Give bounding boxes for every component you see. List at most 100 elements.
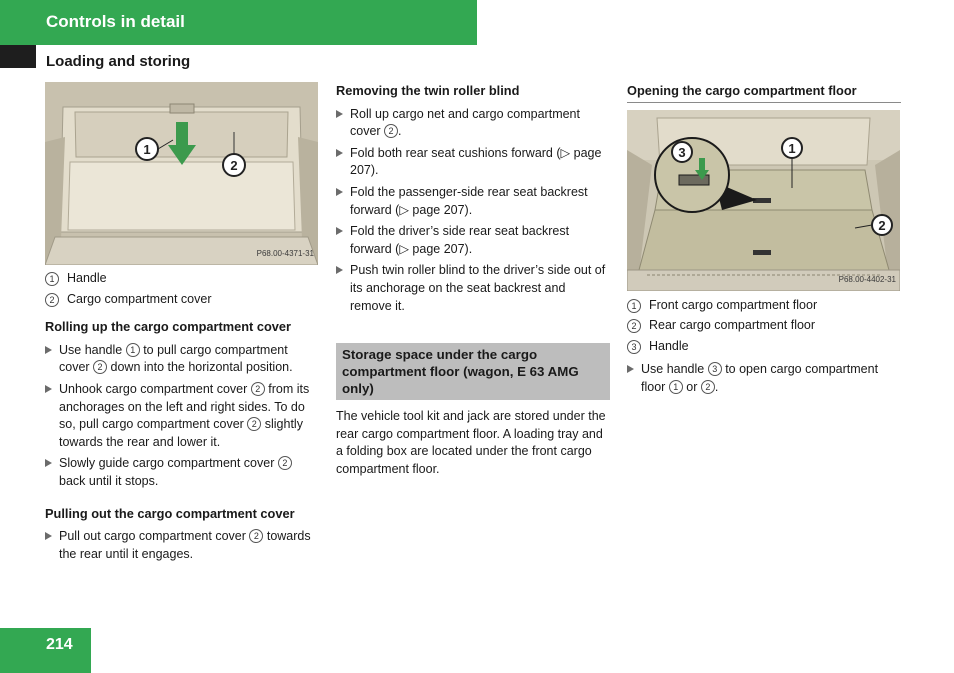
- column-right: Opening the cargo compartment floor 3 1 …: [627, 82, 901, 401]
- callout-number: 2: [250, 381, 265, 396]
- callout-number: 2: [247, 417, 262, 432]
- step-item: Roll up cargo net and cargo compartment …: [336, 106, 610, 141]
- steps-opening-floor: Use handle 3 to open cargo compartment f…: [627, 361, 901, 396]
- legend-item: 1 Handle: [45, 270, 320, 288]
- step-item: Unhook cargo compartment cover 2 from it…: [45, 381, 320, 451]
- step-text: Slowly guide cargo compartment cover: [59, 456, 278, 471]
- svg-text:3: 3: [678, 145, 685, 160]
- step-text: towards the rear until it engages.: [59, 529, 311, 561]
- step-item: Fold both rear seat cushions forward (▷ …: [336, 145, 610, 180]
- step-text: .: [398, 124, 402, 139]
- step-item: Use handle 3 to open cargo compartment f…: [627, 361, 901, 396]
- storage-body-text: The vehicle tool kit and jack are stored…: [336, 409, 606, 476]
- legend-label: Front cargo compartment floor: [649, 297, 818, 312]
- bullet-triangle-icon: [45, 459, 52, 468]
- step-text: to open cargo compartment floor: [641, 362, 879, 394]
- subheading-pulling-out: Pulling out the cargo compartment cover: [45, 505, 295, 521]
- steps-removing-blind: Roll up cargo net and cargo compartment …: [336, 106, 610, 316]
- legend-item: 2 Cargo compartment cover: [45, 291, 320, 309]
- photo-code: P68.00-4371-31: [256, 249, 314, 259]
- cargo-floor-illustration: 3 1 2: [627, 109, 900, 291]
- legend-label: Handle: [67, 271, 107, 285]
- page-reference-icon: ▷: [560, 145, 571, 160]
- storage-heading-box: Storage space under the cargo compartmen…: [336, 343, 610, 401]
- step-text: Fold both rear seat cushions forward (: [350, 145, 561, 160]
- step-item: Push twin roller blind to the driver’s s…: [336, 262, 610, 315]
- step-text: Unhook cargo compartment cover: [59, 381, 251, 396]
- callout-number: 2: [93, 360, 108, 375]
- section-marker: [0, 45, 36, 68]
- photo-code: P68.00-4402-31: [838, 275, 896, 284]
- step-text: page 207).: [408, 202, 473, 217]
- step-item: Slowly guide cargo compartment cover 2 b…: [45, 455, 320, 490]
- svg-text:1: 1: [143, 142, 150, 157]
- callout-number: 2: [384, 124, 399, 139]
- step-text: Push twin roller blind to the driver’s s…: [350, 263, 606, 313]
- step-text: Pull out cargo compartment cover: [59, 529, 250, 544]
- callout-number: 2: [700, 379, 715, 394]
- page-reference-icon: ▷: [399, 202, 409, 217]
- bullet-triangle-icon: [45, 345, 52, 354]
- subheading-opening-floor: Opening the cargo compartment floor: [627, 82, 901, 103]
- steps-rolling-up: Use handle 1 to pull cargo compartment c…: [45, 342, 320, 491]
- bullet-triangle-icon: [336, 266, 343, 275]
- step-text: .: [714, 379, 719, 394]
- legend-item: 1 Front cargo compartment floor: [627, 297, 901, 315]
- legend-label: Handle: [649, 338, 689, 353]
- bullet-triangle-icon: [336, 109, 343, 118]
- bullet-triangle-icon: [627, 365, 634, 374]
- subheading-rolling-up: Rolling up the cargo compartment cover: [45, 319, 292, 335]
- step-item: Fold the passenger-side rear seat backre…: [336, 184, 610, 219]
- bullet-triangle-icon: [336, 187, 343, 196]
- chapter-title: Controls in detail: [46, 12, 185, 31]
- callout-number: 3: [707, 362, 722, 377]
- callout-number: 2: [45, 292, 59, 307]
- step-item: Fold the driver’s side rear seat backres…: [336, 223, 610, 258]
- callout-number: 1: [627, 298, 641, 313]
- step-text: or: [682, 379, 701, 394]
- step-text: page 207).: [408, 241, 473, 256]
- steps-pulling-out: Pull out cargo compartment cover 2 towar…: [45, 528, 320, 563]
- step-text: Fold the passenger-side rear seat backre…: [350, 184, 588, 217]
- cargo-cover-illustration: 1 2: [45, 82, 318, 265]
- subheading-removing-blind: Removing the twin roller blind: [336, 83, 520, 98]
- cargo-cover-photo: 1 2 P68.00-4371-31: [45, 82, 318, 265]
- svg-text:2: 2: [230, 158, 237, 173]
- page-reference-icon: ▷: [399, 241, 409, 256]
- step-text: Use handle: [59, 342, 126, 357]
- callout-number: 1: [668, 379, 683, 394]
- callout-number: 2: [249, 529, 264, 544]
- step-item: Pull out cargo compartment cover 2 towar…: [45, 528, 320, 563]
- step-text: Fold the driver’s side rear seat backres…: [350, 224, 570, 256]
- step-text: page 207).: [350, 145, 602, 178]
- legend-item: 2 Rear cargo compartment floor: [627, 317, 901, 335]
- chapter-header-bar: [0, 0, 477, 45]
- page-number: 214: [46, 636, 73, 653]
- legend-label: Cargo compartment cover: [67, 291, 212, 306]
- column-middle: Removing the twin roller blind Roll up c…: [336, 82, 610, 479]
- section-title: Loading and storing: [46, 53, 191, 70]
- svg-text:1: 1: [788, 141, 795, 156]
- step-text: down into the horizontal position.: [107, 360, 293, 375]
- legend-label: Rear cargo compartment floor: [649, 318, 816, 333]
- bullet-triangle-icon: [45, 384, 52, 393]
- bullet-triangle-icon: [45, 532, 52, 541]
- callout-number: 1: [45, 272, 59, 286]
- step-text: back until it stops.: [59, 473, 159, 488]
- step-text: from its anchorages on the left and righ…: [59, 381, 310, 432]
- legend-list: 1 Front cargo compartment floor 2 Rear car…: [627, 297, 901, 356]
- callout-number: 2: [627, 319, 641, 334]
- callout-number: 2: [277, 456, 292, 471]
- step-text: slightly towards the rear and lower it.: [59, 417, 303, 449]
- bullet-triangle-icon: [336, 227, 343, 236]
- step-item: Use handle 1 to pull cargo compartment c…: [45, 342, 320, 377]
- callout-number: 3: [627, 339, 641, 354]
- step-text: to pull cargo compartment cover: [59, 342, 288, 375]
- svg-text:2: 2: [878, 218, 885, 233]
- step-text: Use handle: [641, 362, 708, 377]
- callout-number: 1: [125, 342, 140, 357]
- legend-item: 3 Handle: [627, 338, 901, 356]
- page-number-box: [0, 628, 91, 673]
- cargo-floor-photo: 3 1 2 P68.00-4402-31: [627, 109, 900, 291]
- step-text: Roll up cargo net and cargo compartment …: [350, 106, 580, 139]
